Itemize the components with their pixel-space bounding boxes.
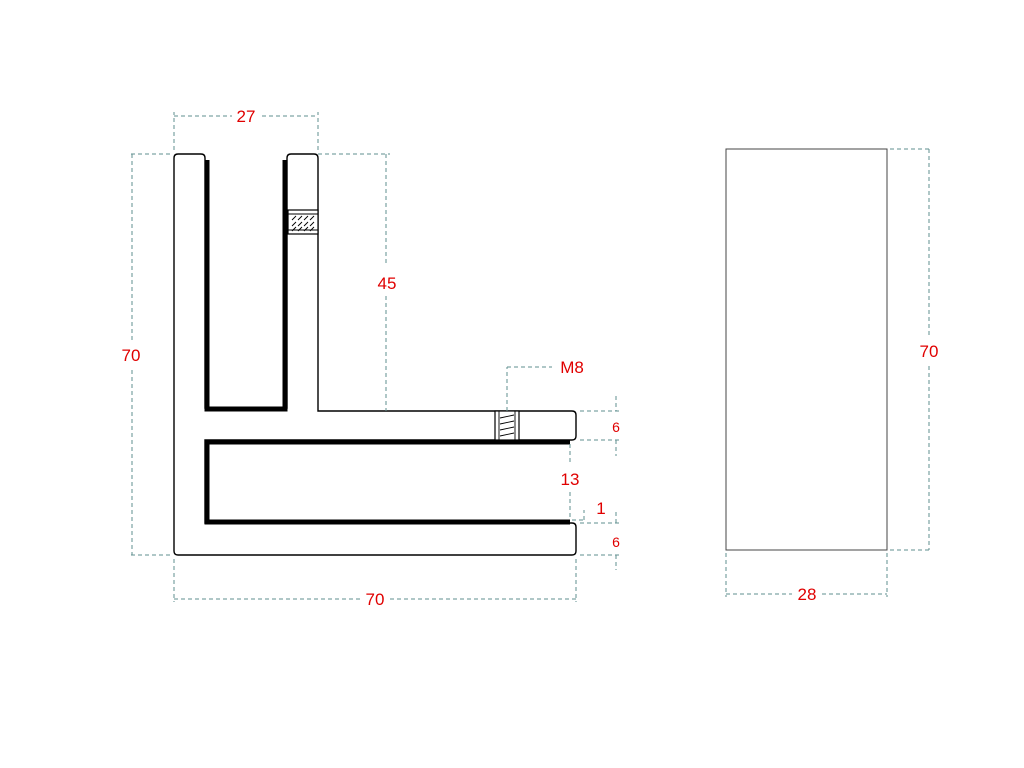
dim-label-side-height: 70 (920, 342, 939, 361)
dim-label-slot-depth: 45 (378, 274, 397, 293)
side-view: 70 28 (725, 148, 939, 604)
dim-label-flange-thickness: 6 (612, 419, 620, 435)
dim-label-lip: 1 (596, 499, 605, 518)
dim-label-slot-gap: 13 (561, 470, 580, 489)
dim-total-width: 70 (173, 559, 577, 609)
dim-label-side-width: 28 (798, 585, 817, 604)
dim-label-top-width: 27 (237, 107, 256, 126)
dim-slot-depth: 45 (318, 153, 397, 411)
dim-label-height: 70 (122, 346, 141, 365)
dim-side-width: 28 (725, 553, 888, 604)
dim-bottom-thickness: 6 (580, 534, 620, 570)
dim-label-bottom-thickness: 6 (612, 534, 620, 550)
dim-flange-thickness: 6 (580, 396, 620, 456)
lower-channel-edge (204, 439, 570, 525)
dim-label-total-width: 70 (366, 590, 385, 609)
thread-hole-lower (494, 410, 520, 441)
dim-height: 70 (122, 153, 170, 556)
thread-hole-upper (287, 209, 319, 235)
side-view-outline (725, 148, 888, 551)
label-thread: M8 (560, 358, 584, 377)
profile-outline (173, 153, 577, 556)
leader-thread: M8 (506, 358, 584, 411)
upper-channel-edge (204, 160, 288, 412)
dim-lip: 1 (572, 499, 620, 524)
dim-slot-gap: 13 (561, 444, 580, 520)
dim-side-height: 70 (890, 148, 939, 551)
dim-top-width: 27 (173, 107, 319, 150)
front-view: 27 45 70 M8 6 (122, 107, 621, 609)
